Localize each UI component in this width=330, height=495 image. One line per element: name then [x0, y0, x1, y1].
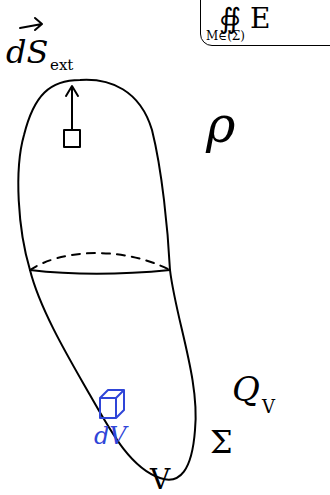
equator-back — [30, 253, 170, 270]
surface-element — [64, 130, 80, 147]
charge-symbol: Q — [232, 372, 260, 406]
vector-arrow — [20, 18, 42, 30]
integration-domain: M∈(Σ) — [206, 30, 245, 42]
volume-cube — [100, 390, 124, 418]
surface-name: Σ — [210, 426, 233, 458]
density-symbol: ρ — [206, 100, 235, 150]
normal-arrow — [66, 86, 78, 130]
volume-name: V — [150, 466, 170, 494]
surface-element-label: dS — [6, 36, 48, 68]
volume-element-label: dV — [94, 424, 127, 448]
subscript: V — [262, 398, 275, 416]
equator-front — [30, 270, 170, 274]
closed-surface — [18, 80, 195, 480]
formula-box: ∯ EM∈(Σ) — [200, 0, 330, 46]
subscript: ext — [50, 58, 73, 73]
flux-integral: ∯ E — [219, 5, 270, 33]
